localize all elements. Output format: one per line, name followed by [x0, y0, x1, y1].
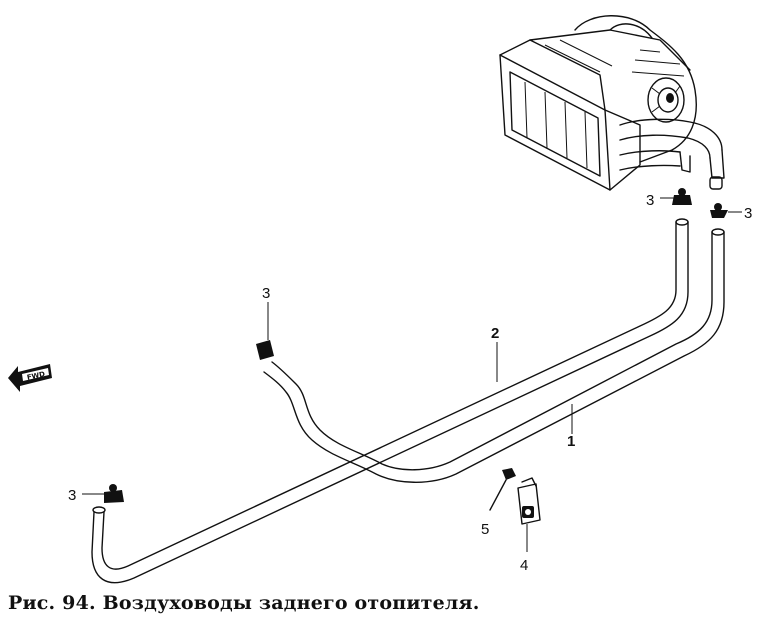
callout-4: 4 [520, 557, 528, 574]
callout-1: 1 [567, 433, 575, 450]
air-duct-1 [263, 228, 725, 483]
callout-3-top-right-b: 3 [744, 205, 752, 222]
fwd-label: FWD [26, 370, 46, 382]
clamp-top-right-a [672, 188, 692, 205]
blower-hub [647, 77, 685, 123]
duct-diagram: FWD 3 3 3 3 2 1 5 4 [8, 15, 752, 584]
figure-caption: Рис. 94. Воздуховоды заднего отопителя. [8, 592, 480, 614]
callout-3-top-left: 3 [262, 285, 270, 302]
heater-inner-frame [509, 71, 601, 177]
callout-2: 2 [491, 325, 499, 342]
fwd-arrow: FWD [8, 364, 52, 392]
callout-3-bottom-left: 3 [68, 487, 76, 504]
callout-3-top-right-a: 3 [646, 192, 654, 209]
clamp-top-right-b [710, 203, 728, 218]
callout-5: 5 [481, 521, 489, 538]
clamp-bottom-left [104, 484, 124, 503]
clamp-top-left [256, 340, 274, 360]
rear-heater-unit [499, 15, 725, 191]
connector-item-4 [517, 477, 541, 525]
screw-item-5 [489, 468, 516, 511]
air-duct-2 [91, 218, 689, 584]
